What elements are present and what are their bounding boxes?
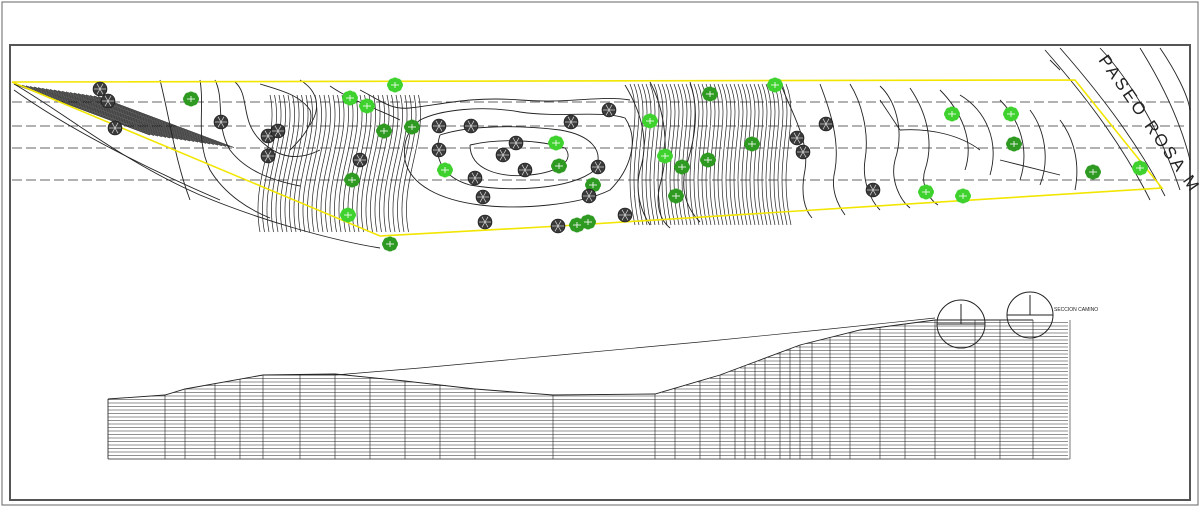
tree-symbol bbox=[107, 120, 123, 136]
tree-symbol bbox=[463, 118, 479, 134]
tree-symbol bbox=[918, 184, 934, 200]
tree-symbol bbox=[270, 123, 286, 139]
tree-symbol bbox=[517, 162, 533, 178]
tree-symbol bbox=[352, 152, 368, 168]
tree-symbol bbox=[183, 91, 199, 107]
tree-symbol bbox=[550, 218, 566, 234]
tree-symbol bbox=[581, 188, 597, 204]
tree-symbol bbox=[431, 142, 447, 158]
tree-symbol bbox=[590, 159, 606, 175]
section-label: SECCION CAMINO bbox=[1054, 307, 1098, 313]
tree-symbol bbox=[477, 214, 493, 230]
tree-symbol bbox=[744, 136, 760, 152]
reference-lines bbox=[12, 101, 1188, 181]
section-circles bbox=[936, 291, 1054, 349]
tree-symbol bbox=[359, 98, 375, 114]
tree-symbol bbox=[1003, 106, 1019, 122]
tree-symbol bbox=[495, 147, 511, 163]
tree-symbol bbox=[508, 135, 524, 151]
tree-symbol bbox=[387, 77, 403, 93]
tree-symbol bbox=[551, 158, 567, 174]
road-curves bbox=[1044, 47, 1191, 201]
tree-symbol bbox=[92, 81, 108, 97]
tree-symbol bbox=[617, 207, 633, 223]
profile-ground-line bbox=[107, 319, 1033, 400]
tree-symbol bbox=[674, 159, 690, 175]
section-profile: SECCION CAMINO bbox=[107, 291, 1098, 460]
tree-symbol bbox=[789, 130, 805, 146]
hatched-terrain bbox=[13, 83, 792, 233]
contour-lines bbox=[13, 79, 1078, 249]
tree-symbol bbox=[548, 135, 564, 151]
tree-symbol bbox=[955, 188, 971, 204]
tree-symbol bbox=[260, 148, 276, 164]
tree-symbol bbox=[404, 119, 420, 135]
tree-symbol bbox=[767, 77, 783, 93]
tree-symbol bbox=[437, 162, 453, 178]
tree-symbol bbox=[795, 144, 811, 160]
tree-symbol bbox=[601, 102, 617, 118]
tree-symbol bbox=[344, 172, 360, 188]
tree-symbol bbox=[702, 86, 718, 102]
tree-symbol bbox=[1085, 164, 1101, 180]
property-boundary bbox=[11, 79, 1164, 237]
sheet-frame bbox=[9, 44, 1191, 501]
tree-symbol bbox=[382, 236, 398, 252]
tree-symbol bbox=[467, 170, 483, 186]
tree-symbol bbox=[580, 214, 596, 230]
trees bbox=[92, 77, 1148, 252]
tree-symbol bbox=[865, 182, 881, 198]
tree-symbol bbox=[100, 93, 116, 109]
tree-symbol bbox=[340, 207, 356, 223]
tree-symbol bbox=[376, 123, 392, 139]
profile-grid bbox=[107, 320, 1071, 460]
tree-symbol bbox=[818, 116, 834, 132]
tree-symbol bbox=[642, 113, 658, 129]
tree-symbol bbox=[213, 114, 229, 130]
tree-symbol bbox=[944, 106, 960, 122]
profile-upper-line bbox=[263, 317, 936, 376]
tree-symbol bbox=[475, 189, 491, 205]
tree-symbol bbox=[342, 90, 358, 106]
tree-symbol bbox=[668, 188, 684, 204]
tree-symbol bbox=[657, 148, 673, 164]
tree-symbol bbox=[431, 118, 447, 134]
tree-symbol bbox=[1132, 160, 1148, 176]
tree-symbol bbox=[700, 152, 716, 168]
tree-symbol bbox=[1006, 136, 1022, 152]
tree-symbol bbox=[563, 114, 579, 130]
